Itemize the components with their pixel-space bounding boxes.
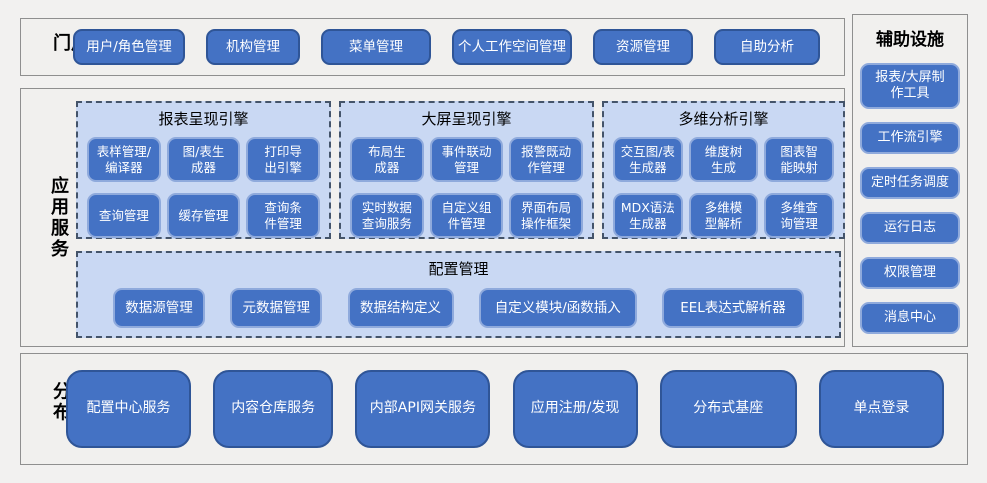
dimension-tree-generation-box: 维度树 生成 — [688, 137, 759, 182]
mdx-syntax-generator-box: MDX语法 生成器 — [613, 193, 683, 238]
config-management-panel: 配置管理 数据源管理 元数据管理 数据结构定义 自定义模块/函数插入 EEL表达… — [76, 251, 841, 338]
distributed-base-box: 分布式基座 — [659, 370, 797, 448]
message-center-box: 消息中心 — [860, 302, 960, 334]
auxiliary-button-column: 报表/大屏制 作工具 工作流引擎 定时任务调度 运行日志 权限管理 消息中心 — [853, 63, 967, 334]
chart-smart-mapping-box: 图表智 能映射 — [764, 137, 834, 182]
eel-expression-parser-box: EEL表达式解析器 — [662, 288, 804, 328]
permission-management-box: 权限管理 — [860, 257, 960, 289]
event-linkage-management-box: 事件联动 管理 — [429, 137, 504, 182]
bigscreen-engine-panel: 大屏呈现引擎 布局生 成器 事件联动 管理 报警既动 作管理 实时数据 查询服务… — [339, 101, 594, 239]
query-management-box: 查询管理 — [87, 193, 161, 238]
auxiliary-facilities-title: 辅助设施 — [876, 30, 944, 50]
ui-layout-framework-box: 界面布局 操作框架 — [509, 193, 583, 238]
metadata-management-box: 元数据管理 — [230, 288, 323, 328]
menu-management-box: 菜单管理 — [321, 29, 431, 65]
config-center-service-box: 配置中心服务 — [66, 370, 191, 448]
report-engine-title: 报表呈现引擎 — [158, 110, 249, 128]
auxiliary-facilities-section: 辅助设施 报表/大屏制 作工具 工作流引擎 定时任务调度 运行日志 权限管理 消… — [852, 14, 968, 347]
personal-workspace-management-box: 个人工作空间管理 — [452, 29, 572, 65]
datasource-management-box: 数据源管理 — [113, 288, 205, 328]
config-button-row: 数据源管理 元数据管理 数据结构定义 自定义模块/函数插入 EEL表达式解析器 — [78, 279, 839, 328]
olap-engine-title: 多维分析引擎 — [678, 110, 769, 128]
application-services-section: 应用服务 报表呈现引擎 表样管理/ 编译器 图/表生 成器 打印导 出引擎 查询… — [20, 88, 845, 347]
multidim-model-parsing-box: 多维模 型解析 — [688, 193, 759, 238]
run-log-box: 运行日志 — [860, 212, 960, 244]
olap-engine-grid: 交互图/表 生成器 维度树 生成 图表智 能映射 MDX语法 生成器 多维模 型… — [604, 129, 843, 238]
data-structure-definition-box: 数据结构定义 — [347, 288, 454, 328]
report-engine-panel: 报表呈现引擎 表样管理/ 编译器 图/表生 成器 打印导 出引擎 查询管理 缓存… — [76, 101, 331, 239]
user-role-management-box: 用户/角色管理 — [73, 29, 185, 65]
distributed-foundation-section: 分布式基础 配置中心服务 内容仓库服务 内部API网关服务 应用注册/发现 分布… — [20, 353, 968, 465]
resource-management-box: 资源管理 — [593, 29, 693, 65]
custom-component-management-box: 自定义组 件管理 — [429, 193, 504, 238]
distributed-button-row: 配置中心服务 内容仓库服务 内部API网关服务 应用注册/发现 分布式基座 单点… — [66, 370, 944, 448]
custom-module-function-box: 自定义模块/函数插入 — [478, 288, 637, 328]
print-export-engine-box: 打印导 出引擎 — [246, 137, 320, 182]
chart-table-generator-box: 图/表生 成器 — [166, 137, 241, 182]
alarm-action-management-box: 报警既动 作管理 — [509, 137, 583, 182]
table-style-compiler-box: 表样管理/ 编译器 — [87, 137, 161, 182]
content-repo-service-box: 内容仓库服务 — [213, 370, 334, 448]
report-engine-grid: 表样管理/ 编译器 图/表生 成器 打印导 出引擎 查询管理 缓存管理 查询条 … — [78, 129, 329, 238]
engines-row: 报表呈现引擎 表样管理/ 编译器 图/表生 成器 打印导 出引擎 查询管理 缓存… — [76, 101, 845, 239]
realtime-data-query-service-box: 实时数据 查询服务 — [350, 193, 424, 238]
portal-button-row: 用户/角色管理 机构管理 菜单管理 个人工作空间管理 资源管理 自助分析 — [73, 29, 820, 65]
olap-engine-panel: 多维分析引擎 交互图/表 生成器 维度树 生成 图表智 能映射 MDX语法 生成… — [602, 101, 845, 239]
bigscreen-engine-grid: 布局生 成器 事件联动 管理 报警既动 作管理 实时数据 查询服务 自定义组 件… — [341, 129, 592, 238]
self-service-analysis-box: 自助分析 — [714, 29, 820, 65]
cache-management-box: 缓存管理 — [166, 193, 241, 238]
interactive-chart-generator-box: 交互图/表 生成器 — [613, 137, 683, 182]
bigscreen-engine-title: 大屏呈现引擎 — [421, 110, 512, 128]
multidim-query-management-box: 多维查 询管理 — [764, 193, 834, 238]
report-screen-tool-box: 报表/大屏制 作工具 — [860, 63, 960, 109]
app-registration-discovery-box: 应用注册/发现 — [512, 370, 638, 448]
portal-section: 门户 用户/角色管理 机构管理 菜单管理 个人工作空间管理 资源管理 自助分析 — [20, 18, 845, 76]
workflow-engine-box: 工作流引擎 — [860, 122, 960, 154]
sso-box: 单点登录 — [818, 370, 944, 448]
query-condition-management-box: 查询条 件管理 — [246, 193, 320, 238]
internal-api-gateway-box: 内部API网关服务 — [355, 370, 491, 448]
org-management-box: 机构管理 — [206, 29, 300, 65]
scheduled-task-box: 定时任务调度 — [860, 167, 960, 199]
layout-generator-box: 布局生 成器 — [350, 137, 424, 182]
application-services-label: 应用服务 — [48, 175, 69, 260]
config-management-title: 配置管理 — [428, 260, 489, 278]
